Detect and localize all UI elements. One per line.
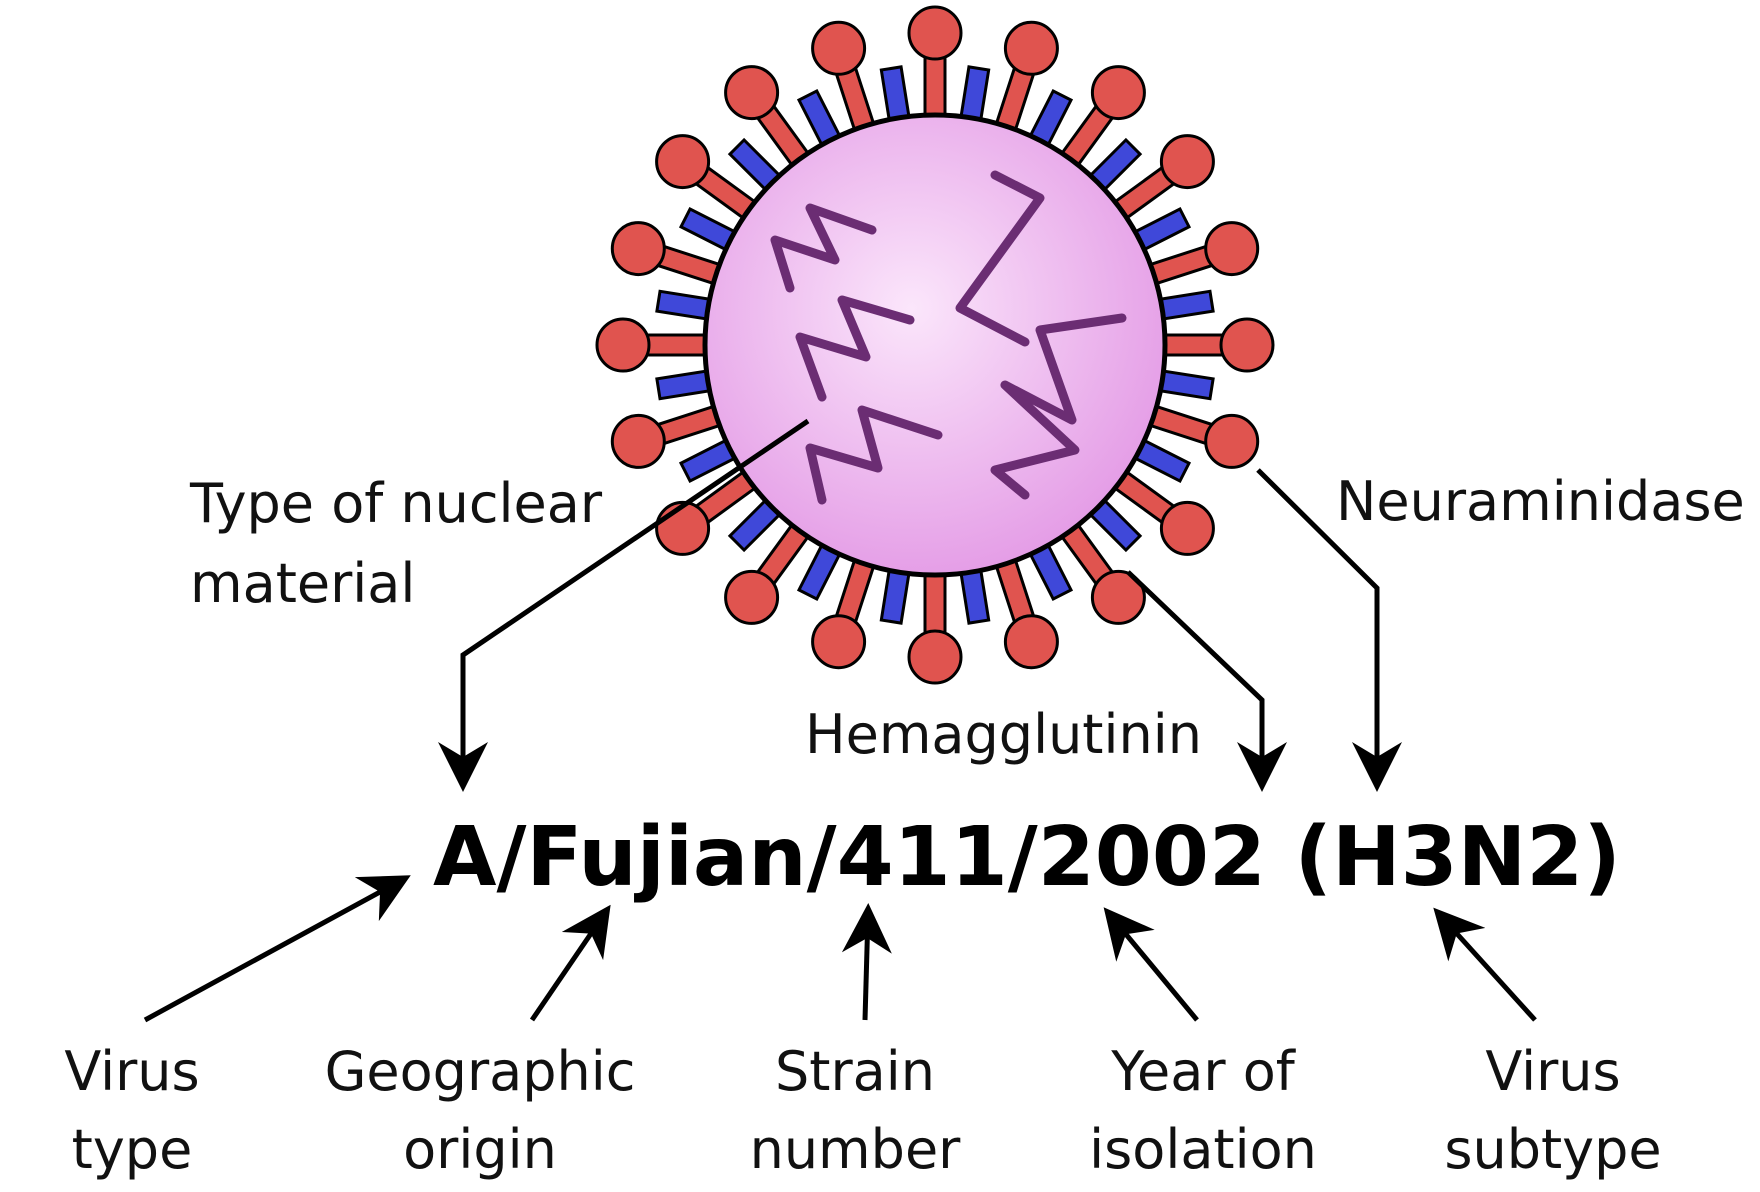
neuraminidase-label: Neuraminidase [1336,470,1745,533]
nuclear-material-label-line1: Type of nuclear [189,472,603,535]
nuclear-material-label-line2: material [190,552,415,615]
virus-subtype-label-line1: Virus [1485,1040,1620,1103]
hemagglutinin-head [907,5,963,61]
surface-spikes [595,5,1275,685]
rna-segment [795,295,915,402]
hemagglutinin-head [655,134,711,190]
virus-type-label-line1: Virus [64,1040,199,1103]
hemagglutinin-arrow [1126,570,1287,792]
virion-body [702,112,1168,578]
hemagglutinin-label: Hemagglutinin [805,703,1202,766]
strain-number-label-line1: Strain [775,1040,935,1103]
rna-segment [770,203,877,293]
hemagglutinin-head [610,413,666,469]
year-of-isolation-label-line1: Year of [1110,1040,1297,1103]
hemagglutinin-head [724,569,780,625]
geographic-origin-label-line2: origin [403,1118,557,1181]
strain-number-arrow [841,903,892,1021]
hemagglutinin-head [907,629,963,685]
rna-segments [770,170,1127,505]
virus-type-label-line2: type [72,1118,193,1181]
virus-subtype-arrow [1433,907,1537,1022]
hemagglutinin-head [655,500,711,556]
hemagglutinin-head [724,65,780,121]
neuraminidase-arrow [1256,468,1402,792]
virus-type-arrow [143,875,411,1023]
hemagglutinin-head [610,221,666,277]
hemagglutinin-head [595,317,651,373]
geographic-origin-arrow [529,904,611,1022]
strain-number-label-line2: number [750,1118,962,1181]
nuclear-material-arrow [438,418,810,792]
strain-name: A/Fujian/411/2002 (H3N2) [433,810,1621,905]
hemagglutinin-head [1159,500,1215,556]
year-of-isolation-arrow [1103,907,1199,1022]
geographic-origin-label-line1: Geographic [325,1040,636,1103]
virus-subtype-label-line2: subtype [1444,1118,1661,1181]
hemagglutinin-head [1219,317,1275,373]
year-of-isolation-label-line2: isolation [1089,1118,1317,1181]
rna-segment [990,313,1127,500]
hemagglutinin-head [811,614,867,670]
hemagglutinin-head [811,20,867,76]
hemagglutinin-head [1204,413,1260,469]
rna-segment [805,405,943,505]
hemagglutinin-head [1090,569,1146,625]
hemagglutinin-head [1204,221,1260,277]
hemagglutinin-head [1003,614,1059,670]
hemagglutinin-head [1003,20,1059,76]
hemagglutinin-head [1090,65,1146,121]
hemagglutinin-head [1159,134,1215,190]
rna-segment [955,170,1045,347]
